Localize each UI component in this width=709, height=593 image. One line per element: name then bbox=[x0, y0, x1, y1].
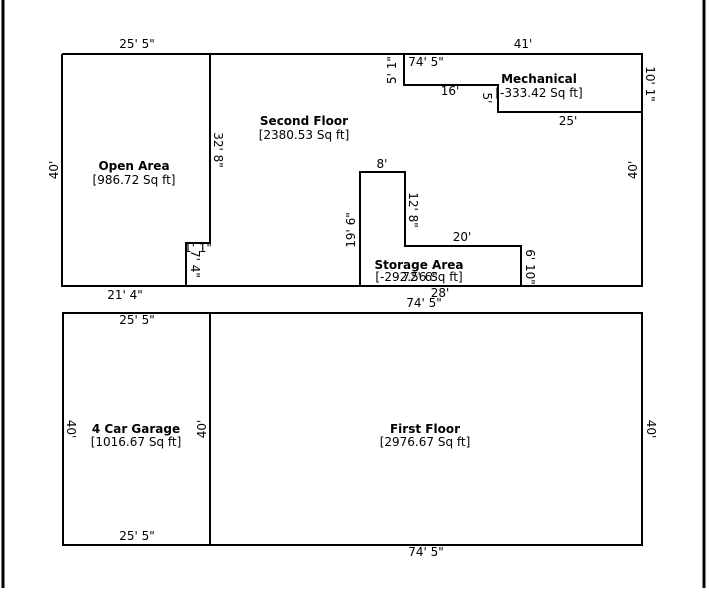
dim-garage-bottom: 25' 5" bbox=[119, 529, 155, 543]
storage-area-outline bbox=[359, 171, 522, 286]
mechanical-name: Mechanical bbox=[501, 72, 577, 86]
open-area-name: Open Area bbox=[98, 159, 169, 173]
dim-mech-step: 16' bbox=[441, 84, 460, 98]
first-level-outline bbox=[62, 312, 643, 546]
dim-mech-right: 10' 1" bbox=[643, 66, 657, 102]
mechanical-area: [-333.42 Sq ft] bbox=[495, 86, 582, 100]
dim-notch-v: 7' 4" bbox=[188, 250, 202, 278]
dim-mech-bottom: 25' bbox=[559, 114, 578, 128]
first-floor-area: [2976.67 Sq ft] bbox=[380, 435, 471, 449]
storage-area-name: Storage Area bbox=[375, 258, 464, 272]
dim-mech-left: 5' 1" bbox=[385, 56, 399, 84]
dim-mech-step-v: 5' bbox=[480, 93, 494, 104]
dim-first-bottom: 74' 5" bbox=[408, 545, 444, 559]
dim-first-right: 40' bbox=[644, 420, 658, 439]
dim-storage-step: 20' bbox=[453, 230, 472, 244]
open-area-area: [986.72 Sq ft] bbox=[93, 173, 176, 187]
dim-storage-overlap: 72' 6" bbox=[402, 270, 438, 284]
open-area-partition bbox=[185, 54, 211, 286]
first-floor-name: First Floor bbox=[390, 422, 460, 436]
garage-name: 4 Car Garage bbox=[92, 422, 180, 436]
dim-storage-top: 8' bbox=[377, 157, 388, 171]
dim-open-left: 40' bbox=[47, 161, 61, 180]
dim-top-right: 41' bbox=[514, 37, 533, 51]
storage-area-area: [-292.56 Sq ft] bbox=[375, 270, 462, 284]
second-floor-outline bbox=[61, 53, 643, 287]
dim-mech-top: 74' 5" bbox=[408, 55, 444, 69]
dim-storage-right: 6' 10" bbox=[523, 249, 537, 285]
dim-right-side: 40' bbox=[626, 161, 640, 180]
dim-garage-left: 40' bbox=[64, 420, 78, 439]
dim-bottom-total: 74' 5" bbox=[406, 296, 442, 310]
dim-bottom-left: 21' 4" bbox=[107, 288, 143, 302]
dim-garage-top: 25' 5" bbox=[119, 313, 155, 327]
second-floor-name: Second Floor bbox=[260, 114, 348, 128]
dim-notch-top: 1' 1" bbox=[184, 241, 212, 255]
dim-storage-inner-v: 12' 8" bbox=[406, 192, 420, 228]
second-floor-area: [2380.53 Sq ft] bbox=[259, 128, 350, 142]
dim-bottom-28: 28' bbox=[431, 286, 450, 300]
dim-storage-left: 19' 6" bbox=[344, 212, 358, 248]
dim-top-left: 25' 5" bbox=[119, 37, 155, 51]
dim-garage-partition: 40' bbox=[195, 420, 209, 439]
dim-open-partition: 32' 8" bbox=[211, 132, 225, 168]
garage-area: [1016.67 Sq ft] bbox=[91, 435, 182, 449]
